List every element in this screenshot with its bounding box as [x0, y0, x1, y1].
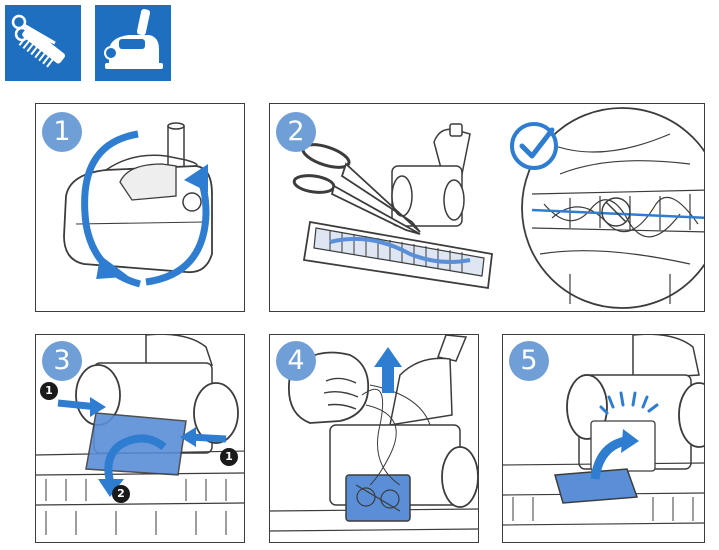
- step-5-panel: 5: [502, 334, 705, 543]
- step-5-number: 5: [509, 341, 549, 381]
- step-4-panel: 4: [269, 334, 479, 543]
- turbo-brush-nozzle-icon: [95, 5, 171, 81]
- step-2-number: 2: [276, 112, 316, 152]
- step-3-callout-1-right: 1: [220, 448, 238, 466]
- step-3-callout-1-left: 1: [40, 382, 58, 400]
- step-3-panel: 3 1 1 2: [35, 334, 245, 543]
- step-3-callout-2: 2: [112, 485, 130, 503]
- step-1-panel: 1: [35, 103, 245, 312]
- step-1-number: 1: [42, 112, 82, 152]
- scissors-cutting-brush-icon: [5, 5, 81, 81]
- step-2-panel: 2: [269, 103, 705, 312]
- step-3-number: 3: [42, 341, 82, 381]
- step-4-number: 4: [276, 341, 316, 381]
